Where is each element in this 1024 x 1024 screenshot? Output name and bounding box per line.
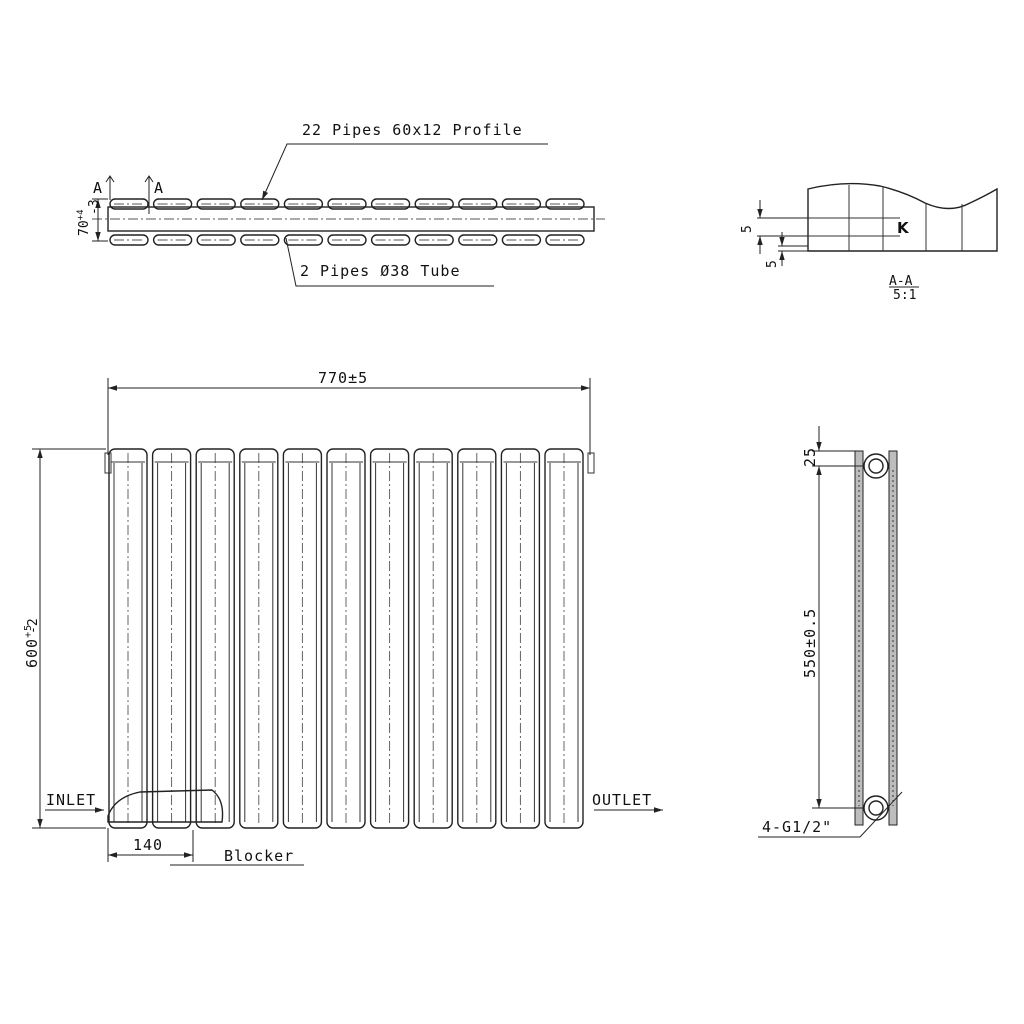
profile-pipe: [283, 198, 324, 210]
width-dim-label: 770±5: [318, 369, 368, 387]
svg-text:5: 5: [740, 225, 755, 233]
height-dim-label: 600+5: [23, 624, 41, 668]
radiator-column: [239, 448, 279, 829]
svg-text:5: 5: [765, 260, 780, 268]
bottom-connection-icon: [863, 795, 889, 821]
profile-pipe: [109, 198, 149, 210]
profile-pipe: [152, 234, 193, 246]
header-tube: [107, 206, 595, 232]
svg-text:A: A: [93, 179, 103, 197]
section-a-a-view: K 5 5 A-A 5:1: [740, 182, 998, 303]
side-view: 25 550±0.5 4-G1/2": [758, 426, 903, 838]
radiator-column: [457, 448, 497, 829]
profile-pipe: [370, 234, 411, 246]
profile-pipe: [283, 234, 324, 246]
profile-pipe: [458, 198, 498, 210]
center-distance-dimension: 550±0.5: [801, 466, 864, 809]
svg-text:A: A: [154, 179, 164, 197]
profile-pipe: [501, 198, 542, 210]
profile-pipe: [458, 234, 498, 246]
depth-dim-tol-lower: -3: [87, 199, 102, 215]
profile-pipe: [414, 234, 454, 246]
profile-pipe: [370, 198, 411, 210]
profile-pipe: [196, 234, 236, 246]
top-offset-dimension: 25: [801, 426, 864, 467]
section-dim-lower: 5: [765, 232, 808, 268]
profile-pipe: [327, 198, 367, 210]
profile-pipes-lower-row: [109, 234, 585, 246]
profile-pipe: [152, 198, 193, 210]
radiator-column: [413, 448, 453, 829]
profile-pipes-label: 22 Pipes 60x12 Profile: [302, 121, 523, 139]
profile-pipe: [240, 198, 280, 210]
radiator-column: [544, 448, 584, 829]
tube-pipes-label: 2 Pipes Ø38 Tube: [300, 262, 461, 280]
radiator-column: [326, 448, 366, 829]
profile-leader: [261, 143, 548, 201]
radiator-column: [108, 448, 148, 829]
offset-dimension: 140 Blocker: [107, 828, 304, 866]
profile-pipe: [545, 234, 585, 246]
radiator-column: [195, 448, 235, 829]
section-title: A-A: [889, 274, 913, 289]
connection-label: 4-G1/2": [762, 818, 832, 836]
profile-pipe: [109, 234, 149, 246]
profile-pipe: [414, 198, 454, 210]
side-panel-back: [888, 450, 898, 826]
tube-leader: [285, 237, 494, 287]
outlet-label: OUTLET: [592, 791, 652, 809]
blocker-shape: [107, 789, 224, 823]
section-scale: 5:1: [893, 288, 916, 303]
radiator-column: [500, 448, 541, 829]
radiator-column: [282, 448, 323, 829]
radiator-column: [369, 448, 410, 829]
inlet-label: INLET: [46, 791, 96, 809]
top-offset-label: 25: [801, 447, 819, 467]
top-view: 70+4 -3 A A 22 Pipes 60x12 Profile 2 Pip…: [76, 121, 605, 287]
profile-pipe: [240, 234, 280, 246]
side-panel-front: [854, 450, 864, 826]
depth-dim-label: 70+4: [76, 210, 92, 237]
depth-dimension: 70+4 -3: [76, 198, 108, 242]
front-view: 770±5 600+5 -2 INLET OUTLET 140 Blocker: [23, 369, 663, 866]
radiator-column: [151, 448, 192, 829]
section-mark-a-right: A: [144, 175, 164, 214]
width-dimension: 770±5: [107, 369, 591, 455]
center-distance-label: 550±0.5: [801, 608, 819, 678]
offset-dim-label: 140: [133, 836, 163, 854]
profile-pipe: [196, 198, 236, 210]
top-connection-icon: [863, 453, 889, 479]
profile-pipe: [327, 234, 367, 246]
k-label: K: [897, 219, 910, 237]
radiator-columns: [108, 448, 584, 829]
connection-leader: [758, 791, 903, 838]
wavy-profile-outline: [807, 182, 998, 252]
height-dimension: 600+5 -2: [23, 448, 106, 829]
height-dim-tol-lower: -2: [26, 618, 41, 634]
profile-pipes-upper-row: [109, 198, 585, 210]
blocker-label: Blocker: [224, 847, 294, 865]
section-mark-a-left: A: [93, 175, 115, 200]
profile-pipe: [545, 198, 585, 210]
profile-pipe: [501, 234, 542, 246]
